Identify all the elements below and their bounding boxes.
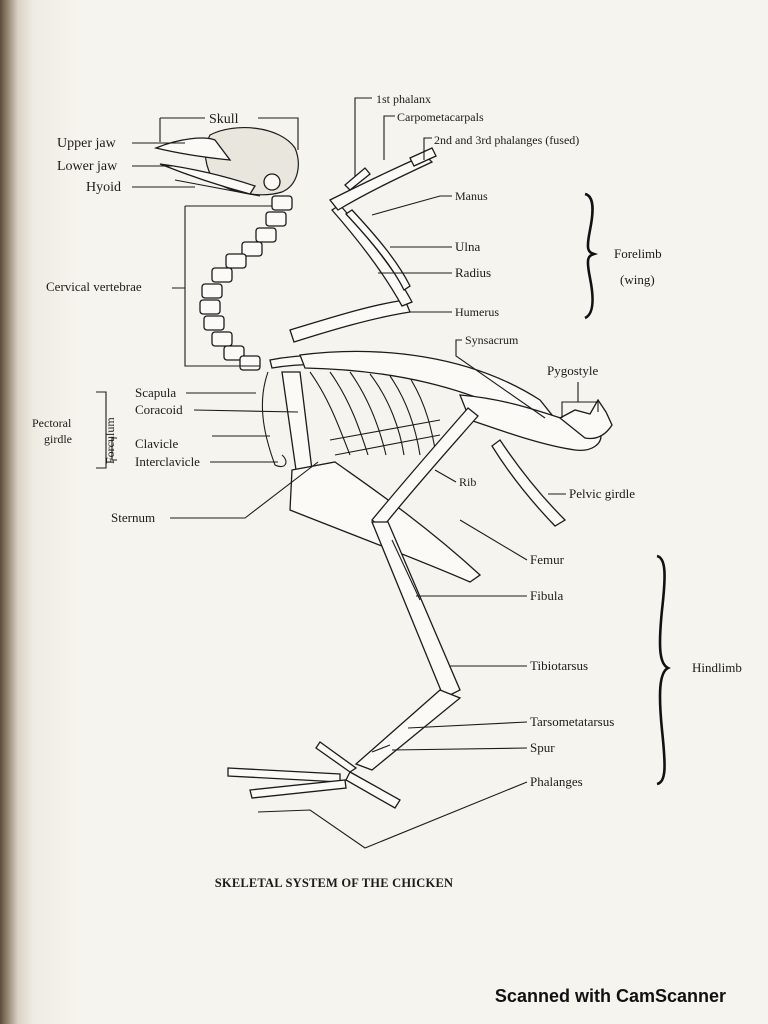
labels: Skull Upper jaw Lower jaw Hyoid Cervical… bbox=[32, 92, 742, 789]
diagram-caption: SKELETAL SYSTEM OF THE CHICKEN bbox=[214, 876, 454, 890]
label-girdle: girdle bbox=[44, 432, 72, 446]
neck-vertebrae bbox=[199, 195, 293, 371]
upper-jaw-bone bbox=[153, 137, 232, 161]
label-hyoid: Hyoid bbox=[86, 180, 121, 195]
femur-bone bbox=[371, 407, 479, 529]
label-pectoral: Pectoral bbox=[32, 416, 72, 430]
label-pelvic-girdle: Pelvic girdle bbox=[569, 486, 635, 501]
spur-bone bbox=[371, 744, 391, 753]
radius-bone bbox=[345, 209, 411, 291]
humerus-bone bbox=[289, 299, 411, 343]
label-upper-jaw: Upper jaw bbox=[57, 136, 117, 151]
label-skull: Skull bbox=[209, 112, 239, 127]
label-pygostyle: Pygostyle bbox=[547, 363, 599, 378]
label-tarsometatarsus: Tarsometatarsus bbox=[530, 714, 614, 729]
label-fibula: Fibula bbox=[530, 588, 563, 603]
manus-bone bbox=[328, 154, 434, 211]
label-forculum: Forculum bbox=[103, 417, 117, 464]
label-coracoid: Coracoid bbox=[135, 402, 183, 417]
label-hindlimb: Hindlimb bbox=[692, 660, 742, 675]
tibiotarsus-bone bbox=[371, 521, 461, 699]
skeleton-drawing bbox=[153, 127, 613, 809]
pelvic-bone bbox=[459, 394, 602, 451]
label-scapula: Scapula bbox=[135, 385, 176, 400]
label-clavicle: Clavicle bbox=[135, 436, 179, 451]
phalanx-bone bbox=[344, 167, 371, 191]
toe-bones bbox=[227, 741, 401, 809]
eye-orbit bbox=[263, 173, 281, 191]
label-fused-phalanges: 2nd and 3rd phalanges (fused) bbox=[434, 133, 579, 147]
label-phalanges: Phalanges bbox=[530, 774, 583, 789]
label-radius: Radius bbox=[455, 265, 491, 280]
label-ulna: Ulna bbox=[455, 239, 481, 254]
furcula-bone bbox=[261, 371, 287, 468]
tarsometatarsus-bone bbox=[354, 689, 462, 771]
hyoid-bone bbox=[174, 179, 261, 197]
label-synsacrum: Synsacrum bbox=[465, 333, 519, 347]
ulna-bone bbox=[331, 204, 413, 307]
fused-phalanges-bone bbox=[409, 147, 437, 167]
label-lower-jaw: Lower jaw bbox=[57, 159, 118, 174]
pygostyle-bone bbox=[558, 398, 613, 440]
label-humerus: Humerus bbox=[455, 305, 499, 319]
label-rib: Rib bbox=[459, 475, 476, 489]
leader-lines bbox=[96, 97, 671, 849]
label-sternum: Sternum bbox=[111, 510, 155, 525]
fibula-bone bbox=[391, 539, 421, 601]
label-femur: Femur bbox=[530, 552, 565, 567]
coracoid-bone bbox=[281, 371, 313, 471]
hindlimb-brace bbox=[656, 554, 671, 786]
label-spur: Spur bbox=[530, 740, 555, 755]
label-interclavicle: Interclavicle bbox=[135, 454, 200, 469]
label-cervical-vertebrae: Cervical vertebrae bbox=[46, 279, 142, 294]
label-wing: (wing) bbox=[620, 272, 655, 287]
label-tibiotarsus: Tibiotarsus bbox=[530, 658, 588, 673]
label-forelimb: Forelimb bbox=[614, 246, 662, 261]
label-1st-phalanx: 1st phalanx bbox=[376, 92, 431, 106]
pelvic-girdle-bone bbox=[491, 439, 567, 527]
scanner-watermark: Scanned with CamScanner bbox=[494, 986, 726, 1006]
label-carpometacarpals: Carpometacarpals bbox=[397, 110, 484, 124]
label-manus: Manus bbox=[455, 189, 488, 203]
forelimb-brace bbox=[584, 192, 599, 320]
lower-jaw-bone bbox=[159, 163, 256, 195]
rib-bones bbox=[309, 371, 441, 456]
